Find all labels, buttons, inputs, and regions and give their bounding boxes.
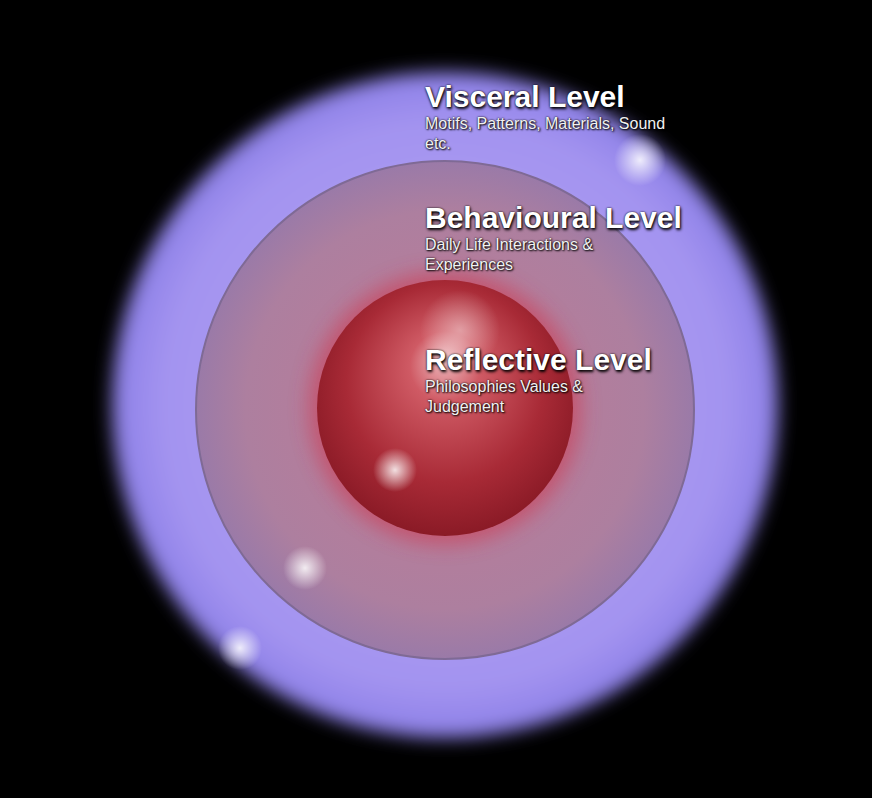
level-title: Visceral Level — [425, 80, 695, 114]
level-description: Philosophies Values & Judgement — [425, 377, 615, 417]
level-circle: Visceral LevelMotifs, Patterns, Material… — [100, 60, 790, 750]
level-label: Behavioural LevelDaily Life Interactions… — [425, 201, 665, 275]
level-circle: Behavioural LevelDaily Life Interactions… — [195, 160, 695, 660]
level-circle: Reflective LevelPhilosophies Values & Ju… — [317, 280, 573, 536]
level-description: Daily Life Interactions & Experiences — [425, 235, 665, 275]
level-description: Motifs, Patterns, Materials, Sound etc. — [425, 114, 695, 154]
level-title: Reflective Level — [425, 343, 615, 377]
level-label: Visceral LevelMotifs, Patterns, Material… — [425, 80, 695, 154]
level-label: Reflective LevelPhilosophies Values & Ju… — [425, 343, 615, 417]
level-title: Behavioural Level — [425, 201, 665, 235]
